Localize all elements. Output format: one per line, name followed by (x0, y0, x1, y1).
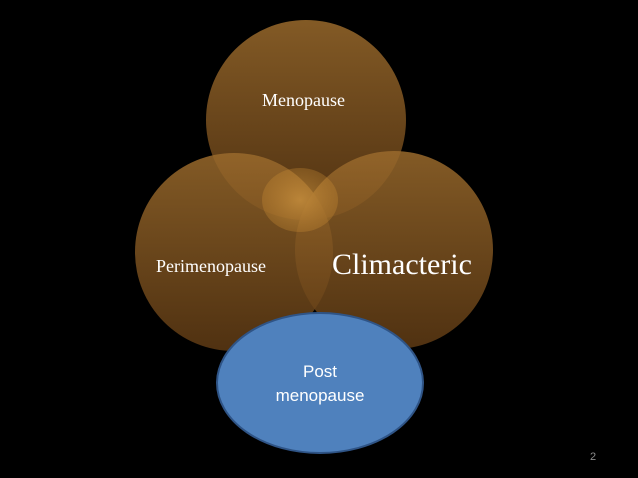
label-menopause: Menopause (262, 90, 345, 110)
label-post-line1: Post (302, 362, 338, 381)
ellipse-post-menopause (216, 312, 424, 454)
slide-number: 2 (590, 451, 597, 463)
label-climacteric: Climacteric (332, 248, 472, 281)
label-post-menopause: Post menopause (245, 360, 395, 408)
label-perimenopause: Perimenopause (156, 256, 266, 276)
label-post-line2: menopause (275, 386, 365, 405)
venn-center-highlight (262, 168, 338, 232)
circle-climacteric (295, 151, 493, 349)
